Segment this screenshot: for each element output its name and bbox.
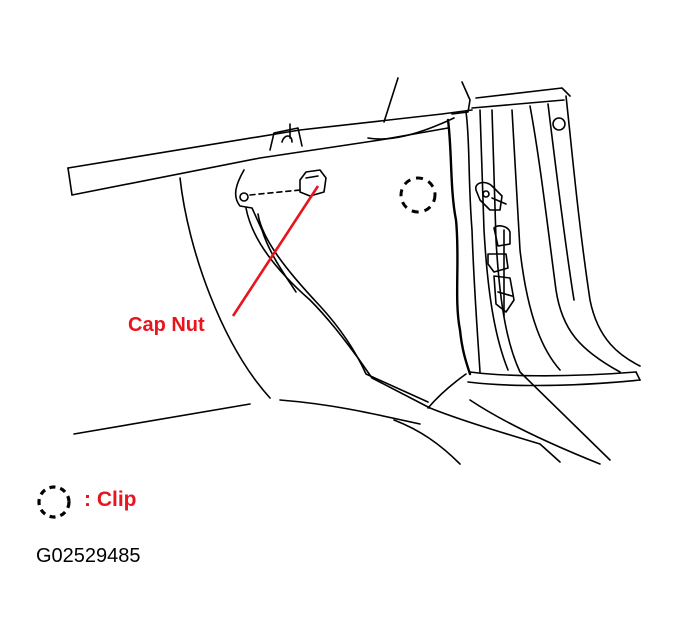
strap-mount [451,81,471,115]
panel-bracket [234,169,297,293]
rail-end-cap [67,167,73,196]
trim-left-edge [257,213,429,403]
door-frame-1 [479,109,509,371]
sill-lip [635,371,641,381]
trim-top-edge [367,117,455,140]
floor-line-1 [73,403,251,435]
rail-tab-hook [281,135,293,143]
bolt-path [249,189,301,196]
hinge-top [475,181,503,211]
floor-line-4 [429,407,561,463]
floor-line-2 [279,399,421,425]
floor-line-5 [469,399,601,465]
dash-top-edge [383,77,399,123]
hinge-bracket [487,253,509,273]
floor-line-3 [393,419,461,465]
strap-lower [471,99,565,109]
panel-inner-ridge [245,207,431,409]
sill-lower [467,379,641,387]
pillar-edge-right [465,111,481,373]
door-opening-rear [565,95,641,367]
hinge-bottom [493,275,515,313]
rail-tab [269,127,303,151]
clip-legend-label: : Clip [84,488,137,511]
cap-nut-shape [299,169,327,197]
cap-nut-label: Cap Nut [128,314,205,336]
pillar-edge-left [446,118,472,376]
hinge-bolt-1 [482,190,490,198]
panel-outer-edge [179,177,271,399]
trim-bottom-edge [427,373,467,409]
door-frame-2 [491,109,611,461]
cap-nut-leader [231,185,320,317]
sill-upper [469,371,637,377]
figure-code: G02529485 [36,545,141,567]
hinge-mid [493,225,511,247]
clip-marker [399,176,437,214]
door-frame-3 [511,109,561,371]
strap-upper [475,87,571,99]
door-hole [552,117,566,131]
dashed-circle-icon [37,485,71,519]
hinge-pin-2 [497,291,513,297]
door-frame-5 [547,103,575,301]
door-frame-4 [529,105,621,373]
upper-rail-top [67,109,473,169]
cap-nut-face [305,175,319,179]
hinge-pin [491,197,507,205]
bracket-hole [239,192,249,202]
